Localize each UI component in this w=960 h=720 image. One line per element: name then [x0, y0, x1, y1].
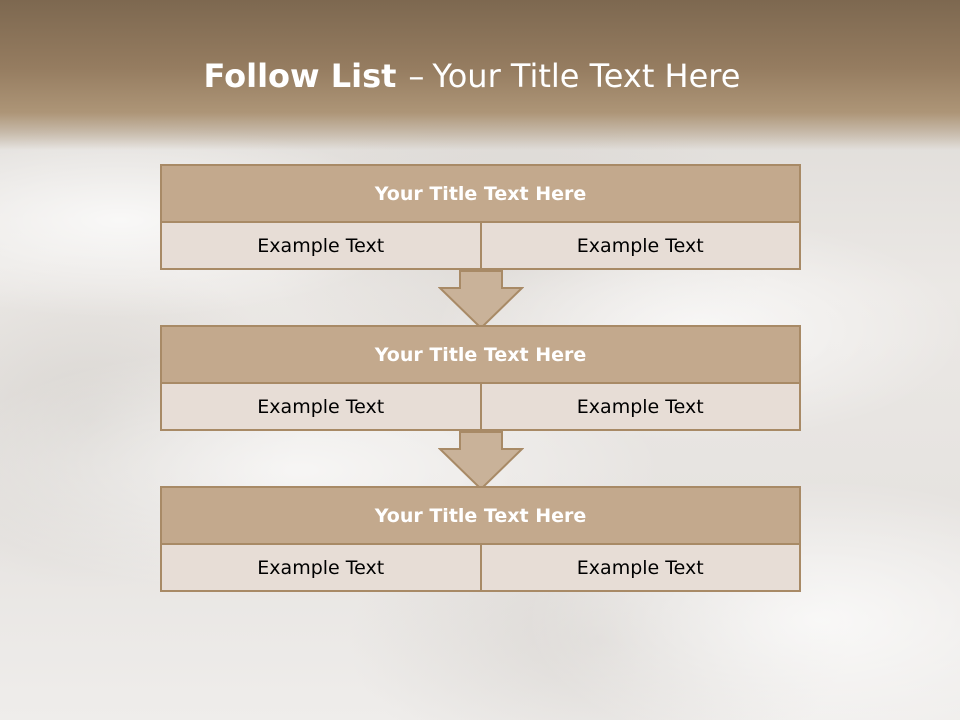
step-row: Example Text Example Text: [162, 223, 799, 268]
step-cell-right: Example Text: [479, 545, 800, 590]
down-arrow-icon: [438, 270, 524, 330]
step-row: Example Text Example Text: [162, 545, 799, 590]
step-box-3: Your Title Text Here Example Text Exampl…: [160, 486, 801, 592]
step-cell-right: Example Text: [479, 223, 800, 268]
step-cell-left: Example Text: [257, 395, 385, 418]
slide-title-bold: Follow List: [203, 57, 397, 95]
step-title: Your Title Text Here: [162, 327, 799, 384]
step-box-2: Your Title Text Here Example Text Exampl…: [160, 325, 801, 431]
step-title: Your Title Text Here: [162, 488, 799, 545]
down-arrow-icon: [438, 431, 524, 491]
step-row: Example Text Example Text: [162, 384, 799, 429]
title-banner: [0, 0, 960, 150]
step-cell-left: Example Text: [257, 234, 385, 257]
slide-title: Follow List–Your Title Text Here: [0, 54, 944, 98]
slide-title-rest: Your Title Text Here: [432, 57, 741, 95]
step-box-1: Your Title Text Here Example Text Exampl…: [160, 164, 801, 270]
slide-title-dash: –: [408, 57, 425, 95]
step-cell-left: Example Text: [257, 556, 385, 579]
step-title: Your Title Text Here: [162, 166, 799, 223]
step-cell-right: Example Text: [479, 384, 800, 429]
